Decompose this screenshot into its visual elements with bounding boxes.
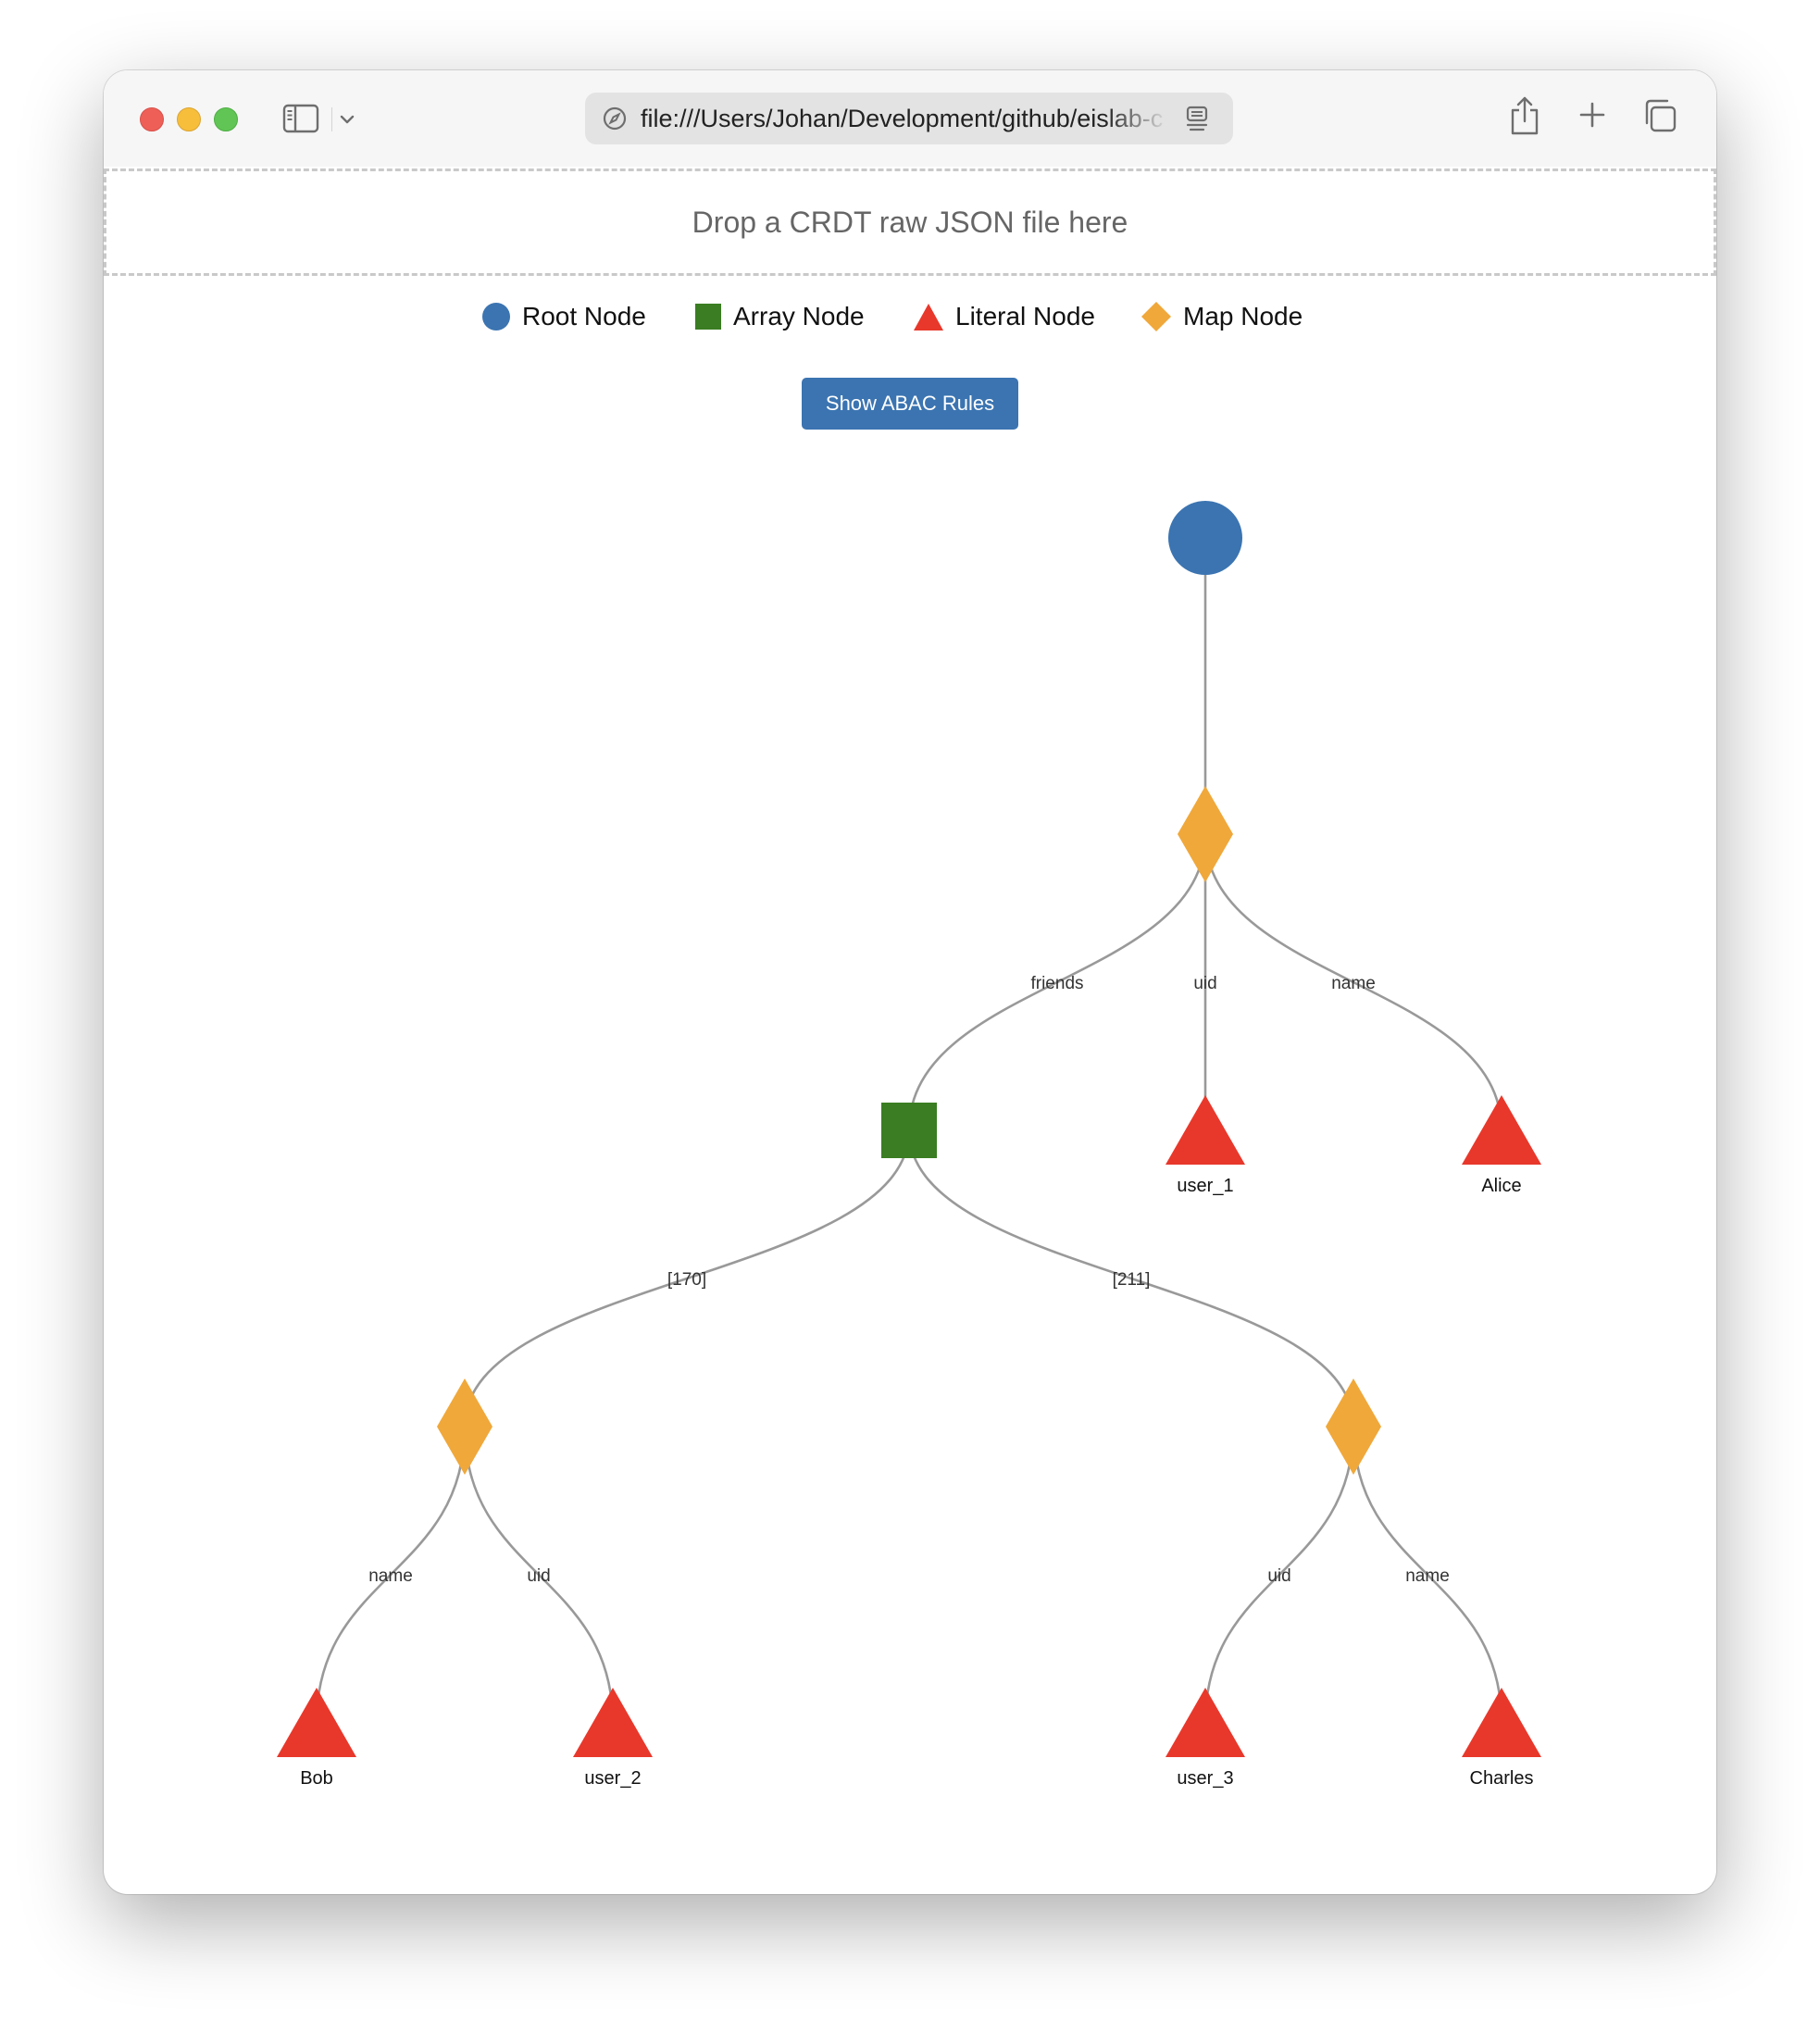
root-node xyxy=(1168,501,1242,575)
literal-node xyxy=(1462,1688,1541,1757)
plus-icon xyxy=(1579,102,1605,128)
literal-node xyxy=(1166,1095,1245,1165)
share-icon xyxy=(1511,96,1539,135)
node-label: Alice xyxy=(1481,1176,1521,1196)
minimize-window-button[interactable] xyxy=(177,107,201,131)
literal-node xyxy=(277,1688,356,1757)
url-text[interactable]: file:///Users/Johan/Development/github/e… xyxy=(641,105,1164,132)
legend-label: Literal Node xyxy=(955,302,1095,331)
literal-node xyxy=(1462,1095,1541,1165)
tree-edge xyxy=(463,1426,615,1724)
address-bar[interactable]: file:///Users/Johan/Development/github/e… xyxy=(585,93,1233,144)
legend-item-map: Map Node xyxy=(1141,296,1303,337)
edge-label: [170] xyxy=(667,1270,706,1290)
tree-edge xyxy=(907,833,1207,1131)
toolbar-divider xyxy=(331,107,332,131)
legend-item-root: Root Node xyxy=(481,296,646,337)
tabs-icon xyxy=(1645,99,1677,132)
tree-edge xyxy=(315,1426,467,1724)
tree-edge xyxy=(1352,1426,1503,1724)
square-icon xyxy=(695,304,721,330)
drop-zone-label: Drop a CRDT raw JSON file here xyxy=(692,205,1128,239)
legend-label: Root Node xyxy=(522,302,646,331)
tab-group-menu-button[interactable] xyxy=(337,109,357,130)
legend-label: Map Node xyxy=(1183,302,1303,331)
legend-label: Array Node xyxy=(733,302,865,331)
close-window-button[interactable] xyxy=(140,107,164,131)
tree-edge xyxy=(1203,833,1503,1131)
edge-label: uid xyxy=(1193,974,1216,993)
edge-label: name xyxy=(1405,1566,1450,1586)
browser-window: file:///Users/Johan/Development/github/e… xyxy=(104,70,1716,1894)
node-label: Charles xyxy=(1470,1768,1534,1789)
node-label: user_3 xyxy=(1177,1768,1233,1789)
map-node xyxy=(1326,1378,1381,1475)
compass-icon xyxy=(603,106,627,131)
reader-icon[interactable] xyxy=(1183,105,1211,132)
page-content: Drop a CRDT raw JSON file here Root Node… xyxy=(104,167,1716,1894)
node-legend: Root Node Array Node Literal Node Map No… xyxy=(104,296,1716,337)
tree-edge xyxy=(1203,1426,1355,1724)
legend-item-literal: Literal Node xyxy=(913,296,1095,337)
map-node xyxy=(1178,786,1233,882)
diamond-icon xyxy=(1141,302,1171,331)
show-abac-rules-button[interactable]: Show ABAC Rules xyxy=(802,378,1018,430)
tab-overview-button[interactable] xyxy=(1640,96,1679,135)
zoom-window-button[interactable] xyxy=(214,107,238,131)
title-bar: file:///Users/Johan/Development/github/e… xyxy=(104,70,1716,167)
literal-node xyxy=(1166,1688,1245,1757)
circle-icon xyxy=(482,303,510,331)
literal-node xyxy=(573,1688,653,1757)
tree-edge xyxy=(907,1129,1355,1428)
new-tab-button[interactable] xyxy=(1574,96,1611,133)
tree-edge xyxy=(463,1129,911,1428)
sidebar-icon xyxy=(282,104,319,133)
node-label: user_1 xyxy=(1177,1176,1233,1196)
triangle-icon xyxy=(914,304,943,331)
edge-label: name xyxy=(368,1566,413,1586)
file-drop-zone[interactable]: Drop a CRDT raw JSON file here xyxy=(104,168,1716,276)
edge-label: uid xyxy=(1267,1566,1290,1586)
legend-item-array: Array Node xyxy=(694,296,865,337)
edge-label: uid xyxy=(527,1566,550,1586)
node-label: user_2 xyxy=(584,1768,641,1789)
node-label: Bob xyxy=(300,1768,333,1789)
array-node xyxy=(881,1103,937,1158)
edge-label: [211] xyxy=(1113,1270,1151,1290)
map-node xyxy=(437,1378,492,1475)
sidebar-toggle-button[interactable] xyxy=(281,102,320,135)
edge-label: name xyxy=(1331,974,1376,993)
share-button[interactable] xyxy=(1505,94,1544,137)
edge-label: friends xyxy=(1030,974,1083,993)
chevron-down-icon xyxy=(340,115,355,124)
